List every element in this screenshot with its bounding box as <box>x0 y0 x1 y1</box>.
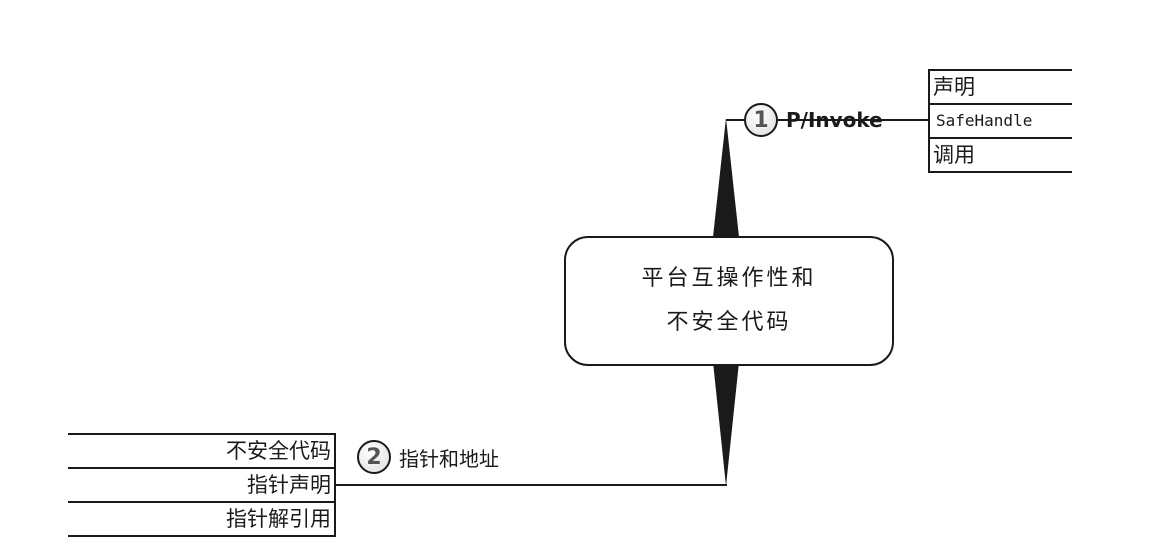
branch-2-label[interactable]: 2 指针和地址 <box>357 440 499 474</box>
list-item[interactable]: 调用 <box>930 139 1072 173</box>
list-item[interactable]: 指针解引用 <box>68 503 334 537</box>
list-item[interactable]: 不安全代码 <box>68 435 334 469</box>
branch-2-title: 指针和地址 <box>399 446 499 471</box>
central-topic-line2: 不安全代码 <box>666 310 792 335</box>
bottom-spike <box>713 362 739 486</box>
central-topic-line1: 平台互操作性和 <box>641 266 817 291</box>
number-badge-icon: 2 <box>357 440 391 474</box>
list-item[interactable]: 指针声明 <box>68 469 334 503</box>
branch-2-items: 不安全代码 指针声明 指针解引用 <box>68 433 336 537</box>
top-spike <box>713 118 739 237</box>
number-badge-icon: 1 <box>744 103 778 137</box>
list-item[interactable]: 声明 <box>930 71 1072 105</box>
branch-1-label[interactable]: 1 P/Invoke <box>744 103 883 137</box>
list-item[interactable]: SafeHandle <box>930 105 1072 139</box>
branch-1-items: 声明 SafeHandle 调用 <box>928 69 1072 173</box>
branch-1-title: P/Invoke <box>786 108 883 132</box>
central-topic[interactable]: 平台互操作性和 不安全代码 <box>564 236 894 366</box>
